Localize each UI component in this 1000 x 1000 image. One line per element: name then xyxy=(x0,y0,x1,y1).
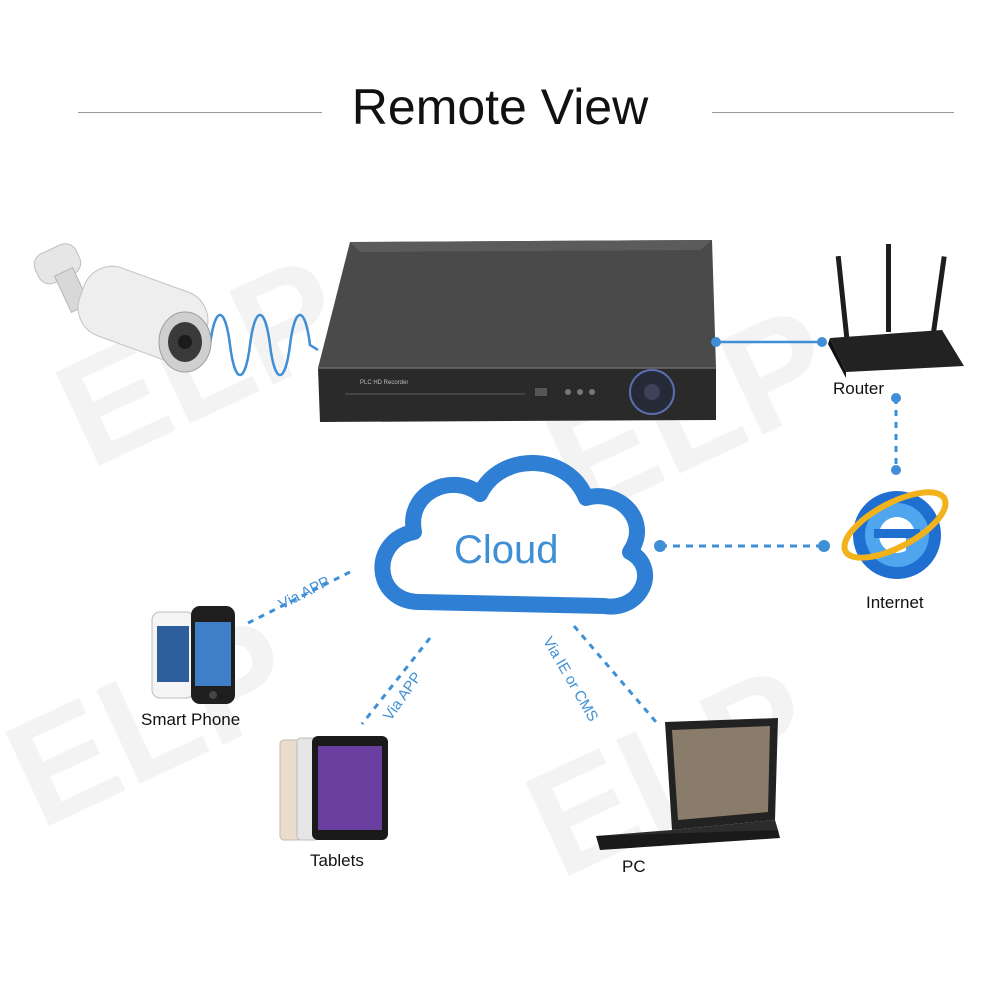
camera-icon xyxy=(33,243,212,373)
cloud-icon xyxy=(374,455,654,615)
title-divider-left xyxy=(78,112,322,113)
internet-label: Internet xyxy=(866,593,924,612)
dvr-icon xyxy=(318,240,716,422)
router-label: Router xyxy=(833,379,885,398)
pc-label: PC xyxy=(622,857,646,876)
tablets-icon xyxy=(279,736,388,841)
cloud-label: Cloud xyxy=(454,528,559,572)
smart-phone-icon xyxy=(151,606,235,704)
title-divider-right xyxy=(712,112,954,113)
dvr-model-label: PLC HD Recorder xyxy=(360,380,408,386)
tablets-label: Tablets xyxy=(310,851,364,870)
cloud-pc-link xyxy=(572,625,658,723)
laptop-icon xyxy=(596,718,780,850)
cloud-phone-link xyxy=(245,570,351,626)
router-icon xyxy=(828,244,964,378)
camera-cable xyxy=(208,313,319,377)
page-title: Remote View xyxy=(351,79,649,135)
smart-phone-label: Smart Phone xyxy=(141,710,241,729)
internet-explorer-icon xyxy=(841,489,949,579)
